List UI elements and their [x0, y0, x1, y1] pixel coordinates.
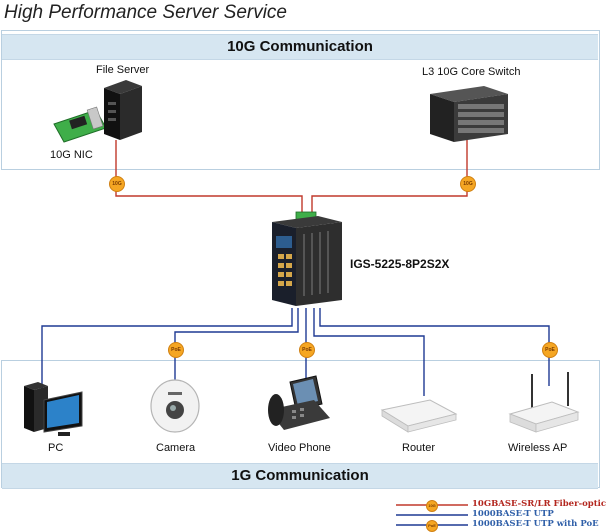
utp-link-camera — [174, 308, 299, 380]
utp-link-wireless-ap — [319, 308, 550, 386]
label-10g-nic: 10G NIC — [50, 149, 93, 161]
label-pc: PC — [48, 442, 64, 454]
badge-10g-label: 10G — [112, 181, 122, 187]
utp-link-router — [313, 308, 425, 396]
legend-label-utp-poe: 1000BASE-T UTP with PoE — [472, 519, 599, 529]
legend-badge-poe-label: PoE — [428, 523, 436, 528]
legend-label-utp: 1000BASE-T UTP — [472, 509, 554, 519]
label-router: Router — [402, 442, 436, 454]
label-wireless-ap: Wireless AP — [508, 442, 568, 454]
router-icon — [380, 399, 458, 433]
core-switch-icon — [430, 86, 508, 142]
fiber-link-file-server — [115, 140, 303, 216]
badge-poe-label: PoE — [545, 347, 555, 353]
utp-link-pc — [41, 308, 293, 388]
label-core-switch: L3 10G Core Switch — [422, 66, 521, 78]
badge-poe-wireless-ap: PoE — [542, 342, 558, 358]
badge-10g-file-server: 10G — [109, 176, 125, 192]
label-file-server: File Server — [96, 64, 150, 76]
top-band: 10G Communication — [2, 34, 598, 60]
nic-card-icon — [53, 106, 107, 143]
badge-10g-label: 10G — [463, 181, 473, 187]
label-camera: Camera — [156, 442, 196, 454]
legend-badge-fiber-label: 10G — [428, 503, 436, 508]
label-switch-model: IGS-5225-8P2S2X — [350, 257, 450, 271]
badge-poe-label: PoE — [302, 347, 312, 353]
badge-poe-label: PoE — [171, 347, 181, 353]
badge-10g-core-switch: 10G — [460, 176, 476, 192]
video-phone-icon — [268, 375, 330, 430]
legend-label-fiber: 10GBASE-SR/LR Fiber-optic — [472, 499, 606, 509]
camera-icon — [150, 379, 200, 433]
pc-icon — [24, 382, 83, 436]
fiber-link-core-switch — [311, 140, 468, 216]
diagram-title: High Performance Server Service — [4, 2, 287, 23]
legend-badge-poe: PoE — [426, 520, 438, 532]
badge-poe-video-phone: PoE — [299, 342, 315, 358]
bottom-band: 1G Communication — [2, 463, 598, 489]
file-server-icon — [104, 80, 142, 140]
wireless-ap-icon — [508, 372, 580, 433]
industrial-switch-icon — [272, 211, 342, 306]
badge-poe-camera: PoE — [168, 342, 184, 358]
label-video-phone: Video Phone — [268, 442, 331, 454]
legend-badge-fiber: 10G — [426, 500, 438, 512]
